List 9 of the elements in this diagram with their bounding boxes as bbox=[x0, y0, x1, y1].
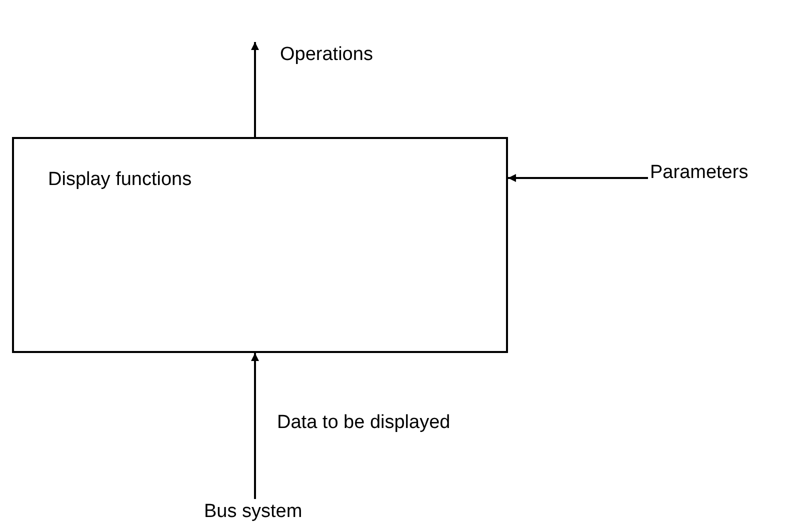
text-label: Bus system bbox=[202, 499, 312, 527]
edge-label: Data to be displayed bbox=[277, 412, 450, 434]
arrow bbox=[251, 42, 259, 137]
arrow bbox=[508, 174, 648, 182]
process-box bbox=[12, 137, 508, 353]
edge-label: Operations bbox=[280, 44, 373, 66]
box-title: Display functions bbox=[48, 169, 192, 190]
arrow bbox=[251, 353, 259, 499]
text-label: Parameters bbox=[648, 160, 782, 188]
